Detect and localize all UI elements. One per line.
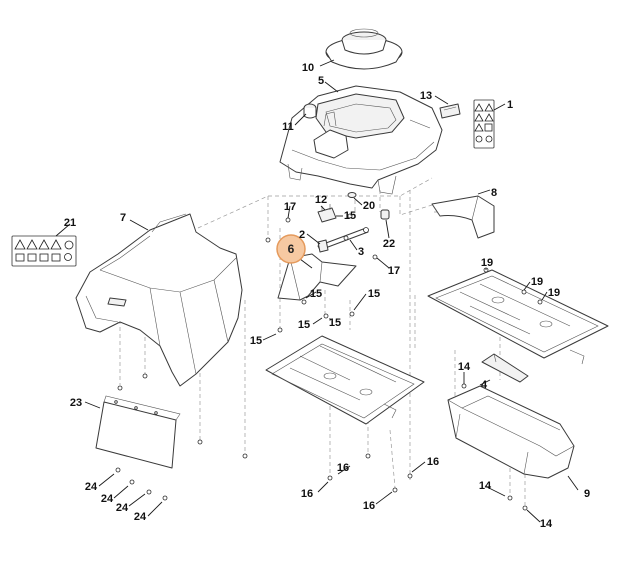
label-15-mid-right: 15 [368,288,380,300]
part-22-bushing [380,209,390,220]
part-13-insert [439,103,461,119]
highlight-marker: 6 [276,234,306,264]
label-14-mid: 14 [479,480,492,492]
label-4: 4 [481,379,488,391]
part-7-front-hood [75,213,243,387]
label-24-b: 24 [101,493,114,505]
label-13: 13 [420,90,432,102]
label-6: 6 [288,242,295,256]
label-15-lower-right: 15 [329,317,341,329]
label-11: 11 [282,121,294,133]
part-4-bracket [481,353,529,383]
label-3: 3 [358,246,364,258]
label-9: 9 [584,488,590,500]
label-5: 5 [318,75,324,87]
label-23: 23 [70,397,82,409]
leader-lines [55,59,579,523]
label-16-right: 16 [427,456,439,468]
part-11-knob [303,103,317,119]
label-8: 8 [491,187,497,199]
label-10: 10 [302,62,314,74]
part-20-washer [347,192,357,198]
label-14-top: 14 [458,361,471,373]
label-19-right: 19 [548,287,560,299]
fasteners [115,213,543,511]
part-2-pin [317,239,329,253]
part-12-bracket [317,204,337,223]
part-8-duct-cover [431,195,495,239]
label-15-far-left: 15 [250,335,262,347]
label-17-top: 17 [284,201,296,213]
part-23-front-panel [95,395,181,469]
label-16-mid: 16 [337,462,349,474]
label-22: 22 [383,238,395,250]
part-10-round-cover [325,28,403,70]
label-24-a: 24 [85,481,98,493]
label-15-top: 15 [344,210,356,222]
label-14-bottom: 14 [540,518,553,530]
label-21: 21 [64,217,76,229]
part-5-upper-housing [279,85,443,195]
label-19-left: 19 [481,257,493,269]
label-12: 12 [315,194,327,206]
part-labels: 10 5 11 13 1 7 21 12 17 15 20 22 2 3 17 … [64,62,590,530]
left-base-plate [265,335,425,425]
label-17-bottom: 17 [388,265,400,277]
label-2: 2 [299,229,305,241]
label-20: 20 [363,200,375,212]
part-21-warning-decal [11,235,77,267]
part-9-tray [447,385,575,479]
label-19-mid: 19 [531,276,543,288]
right-base-plate [427,269,609,365]
label-15-lower-left: 15 [298,319,310,331]
label-24-c: 24 [116,502,129,514]
label-1: 1 [507,99,513,111]
label-15-mid-left: 15 [310,288,322,300]
part-1-warning-decal [473,99,495,149]
label-24-d: 24 [134,511,147,523]
label-16-left: 16 [301,488,313,500]
label-7: 7 [120,212,126,224]
label-16-bottom: 16 [363,500,375,512]
